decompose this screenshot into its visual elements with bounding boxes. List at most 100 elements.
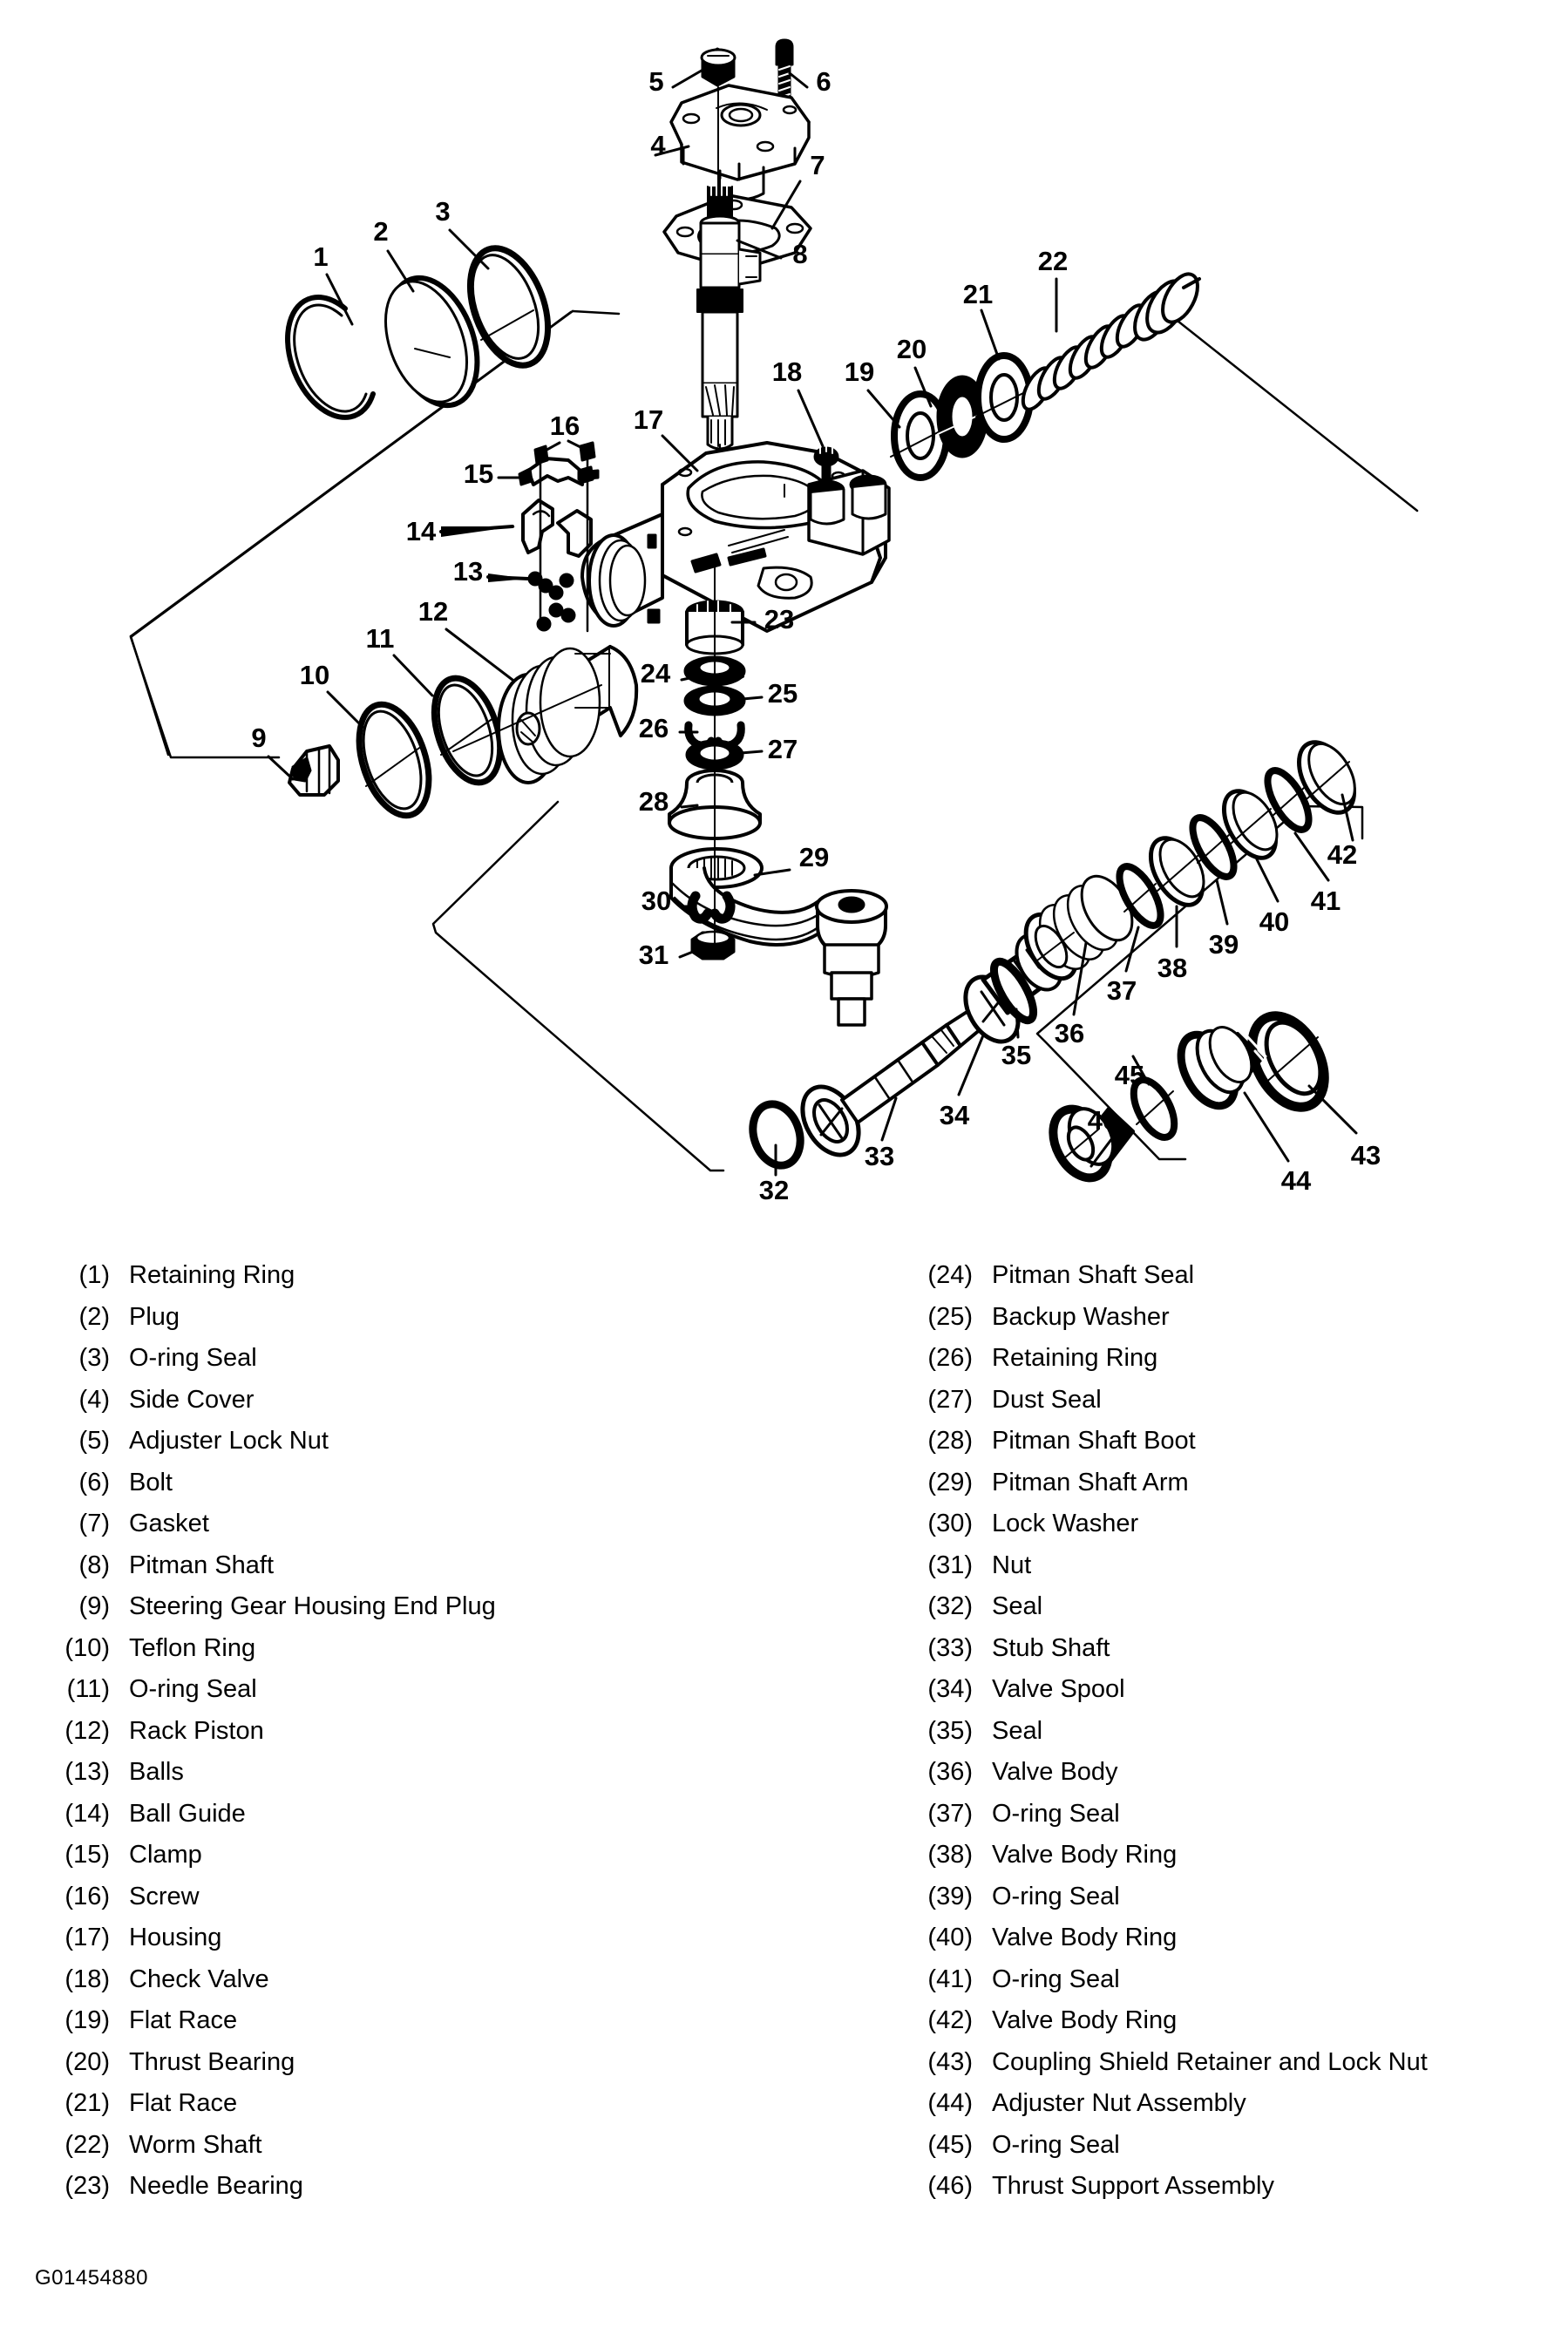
- legend-item: (15)Clamp: [35, 1835, 784, 1876]
- legend-item-label: Thrust Support Assembly: [992, 2172, 1274, 2200]
- legend-item-number: (35): [927, 1716, 973, 1745]
- legend-item-label: Ball Guide: [129, 1799, 246, 1828]
- legend-item: (27)Dust Seal: [898, 1380, 1560, 1422]
- legend-item: (26)Retaining Ring: [898, 1338, 1560, 1380]
- legend-item: (20)Thrust Bearing: [35, 2042, 784, 2084]
- leader-18: [797, 389, 825, 448]
- legend-item-label: Valve Body: [992, 1758, 1118, 1786]
- legend-item-label: Needle Bearing: [129, 2172, 303, 2200]
- legend-item-number: (38): [927, 1841, 973, 1869]
- legend-item-label: Pitman Shaft: [129, 1551, 275, 1579]
- legend-item-label: O-ring Seal: [129, 1675, 257, 1703]
- legend-item-number: (16): [64, 1882, 110, 1910]
- legend-item-number: (23): [64, 2172, 110, 2200]
- callout-41: 41: [1311, 886, 1341, 916]
- part-40-valve-body-ring: [1221, 789, 1279, 860]
- leader-5: [671, 66, 708, 89]
- legend-item-label: O-ring Seal: [992, 1882, 1120, 1910]
- legend-item: (21)Flat Race: [35, 2083, 784, 2125]
- legend-item-label: Adjuster Nut Assembly: [992, 2089, 1246, 2117]
- legend-item: (19) Flat Race: [35, 2000, 784, 2042]
- legend-item-number: (14): [64, 1799, 110, 1828]
- leader-35: [1015, 1008, 1020, 1039]
- legend-item: (46) Thrust Support Assembly: [898, 2166, 1560, 2208]
- part-17-housing: [580, 441, 891, 633]
- leader-6: [788, 71, 809, 89]
- part-14-ball-guide: [521, 499, 593, 558]
- leader-8: [736, 239, 783, 260]
- legend-item-number: (21): [64, 2089, 110, 2117]
- callout-11: 11: [366, 623, 395, 654]
- legend-item: (4)Side Cover: [35, 1380, 784, 1422]
- part-39-o-ring-seal: [1189, 814, 1238, 880]
- legend-item-number: (40): [927, 1924, 973, 1951]
- part-37-o-ring-seal: [1116, 863, 1164, 929]
- callout-36: 36: [1055, 1018, 1084, 1048]
- legend-item-label: Housing: [129, 1924, 222, 1951]
- legend-item: (44)Adjuster Nut Assembly: [898, 2083, 1560, 2125]
- legend-item-number: (46): [927, 2172, 973, 2200]
- legend-item: (35) Seal: [898, 1711, 1560, 1753]
- legend-item-label: Pitman Shaft Boot: [992, 1427, 1196, 1455]
- callout-27: 27: [768, 734, 798, 764]
- legend-item: (23) Needle Bearing: [35, 2166, 784, 2208]
- part-4-side-cover: [669, 84, 811, 201]
- callout-28: 28: [639, 786, 669, 817]
- legend-item-number: (30): [927, 1510, 973, 1537]
- legend-item-label: Thrust Bearing: [129, 2047, 295, 2076]
- legend-item: (17)Housing: [35, 1917, 784, 1959]
- leader-36: [1072, 941, 1088, 1016]
- legend-item-label: Screw: [129, 1882, 200, 1910]
- legend-item-number: (10): [64, 1633, 110, 1662]
- legend-item-label: Dust Seal: [992, 1385, 1102, 1414]
- callout-9: 9: [251, 723, 266, 753]
- callout-16: 16: [550, 411, 580, 441]
- legend-item: (43)Coupling Shield Retainer and Lock Nu…: [898, 2042, 1560, 2084]
- legend-item-label: Retaining Ring: [129, 1261, 295, 1289]
- legend-item: (12)Rack Piston: [35, 1711, 784, 1753]
- legend-item-number: (25): [927, 1302, 973, 1331]
- callout-24: 24: [641, 658, 671, 689]
- leader-41: [1293, 831, 1330, 882]
- legend-item-number: (8): [78, 1551, 110, 1579]
- legend-item-label: Teflon Ring: [129, 1633, 256, 1662]
- legend-item-number: (11): [66, 1675, 110, 1703]
- legend-item: (33)Stub Shaft: [898, 1628, 1560, 1670]
- legend-item-label: Backup Washer: [992, 1302, 1170, 1331]
- leader-43: [1307, 1084, 1358, 1135]
- leader-17: [661, 434, 699, 472]
- legend-item: (2)Plug: [35, 1297, 784, 1339]
- legend-item: (34)Valve Spool: [898, 1669, 1560, 1711]
- callout-42: 42: [1327, 839, 1357, 870]
- part-45-o-ring-seal: [1130, 1076, 1178, 1141]
- legend-item-label: O-ring Seal: [992, 1965, 1120, 1993]
- legend-item-label: Seal: [992, 1716, 1043, 1745]
- callout-38: 38: [1157, 953, 1187, 983]
- legend-item-number: (31): [927, 1551, 973, 1579]
- callout-44: 44: [1281, 1165, 1312, 1196]
- callout-18: 18: [772, 356, 802, 387]
- callout-22: 22: [1038, 246, 1068, 276]
- legend-item: (29)Pitman Shaft Arm: [898, 1462, 1560, 1504]
- legend-item: (8) Pitman Shaft: [35, 1545, 784, 1587]
- legend-item-label: O-ring Seal: [129, 1344, 257, 1372]
- legend-item-number: (45): [927, 2130, 973, 2159]
- leader-19: [866, 389, 901, 429]
- legend-item-number: (24): [927, 1261, 973, 1289]
- legend-item: (32)Seal: [898, 1586, 1560, 1628]
- part-43-coupling-shield-retainer: [1247, 1011, 1329, 1112]
- legend-item-number: (9): [78, 1592, 110, 1620]
- group-box-upper-right: [1159, 306, 1419, 512]
- part-31-nut: [690, 930, 736, 960]
- callout-46: 46: [1088, 1105, 1117, 1136]
- legend-item-number: (39): [927, 1882, 973, 1910]
- legend-item-label: Retaining Ring: [992, 1344, 1158, 1372]
- callout-23: 23: [764, 604, 794, 635]
- legend-item-number: (19): [64, 2006, 110, 2034]
- callout-7: 7: [810, 150, 825, 180]
- legend-item-label: Flat Race: [129, 2006, 238, 2034]
- leader-40: [1255, 858, 1280, 903]
- legend-item-number: (3): [78, 1344, 110, 1372]
- callout-3: 3: [435, 196, 450, 227]
- callout-14: 14: [406, 516, 437, 546]
